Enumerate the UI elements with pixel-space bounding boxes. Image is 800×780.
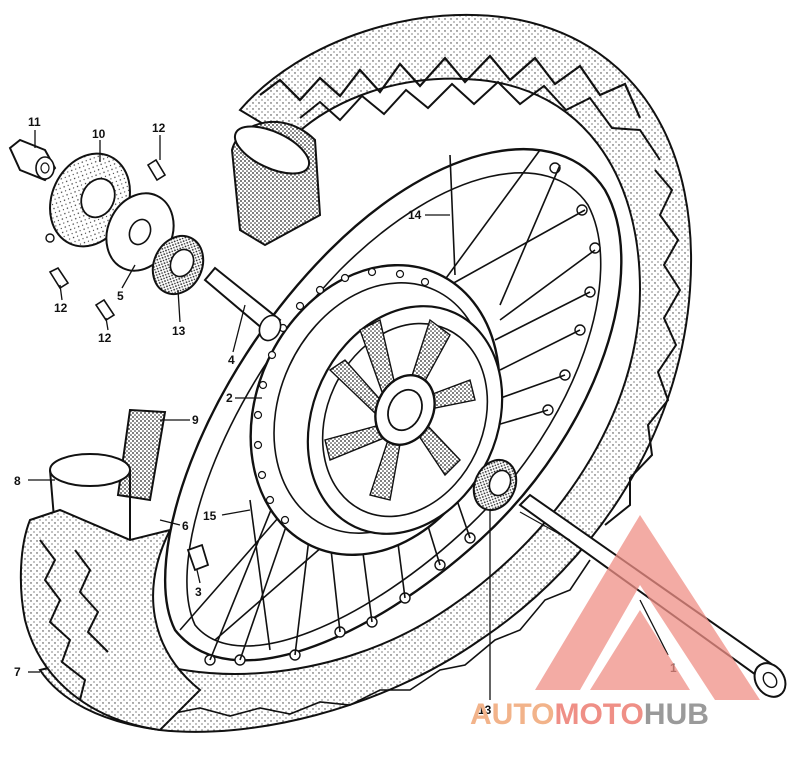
tire-tread-bottom — [169, 559, 591, 717]
callout-screw-top: 12 — [152, 121, 166, 135]
callout-valve-cap: 3 — [195, 585, 202, 599]
hub-boss-bore — [387, 388, 423, 432]
tire — [38, 13, 692, 733]
hub-brake-drum — [249, 263, 504, 557]
rim-inner — [186, 172, 602, 647]
callout-rim: 15 — [203, 509, 217, 523]
watermark-triangle-icon — [535, 515, 760, 700]
tire-tread-top-2 — [299, 80, 661, 161]
screws — [48, 158, 167, 322]
callout-spoke-set: 14 — [408, 208, 422, 222]
rim-outer — [163, 148, 623, 662]
callout-screw-left: 12 — [54, 301, 68, 315]
watermark-logo: AUTOMOTOHUB — [470, 515, 760, 731]
tire-cutaway-top-opening — [233, 125, 311, 175]
watermark-text-hub: HUB — [644, 698, 709, 731]
watermark-text-auto: AUTO — [470, 698, 554, 731]
watermark-text-moto: MOTO — [554, 698, 643, 731]
callout-hub: 2 — [226, 391, 233, 405]
tire-tread-top — [259, 54, 642, 119]
callout-dust-seal-plate: 5 — [117, 289, 124, 303]
hub-flange-holes — [253, 267, 430, 525]
distance-collar — [203, 266, 282, 342]
leader-lines — [28, 130, 669, 700]
callout-axle-nut: 11 — [28, 115, 41, 129]
callout-distance-collar: 4 — [228, 353, 235, 367]
callout-screw-bottom: 12 — [98, 331, 112, 345]
callout-left-bearing: 13 — [172, 324, 186, 338]
tire-outer-body — [38, 13, 692, 733]
tire-bottom-section — [19, 508, 202, 732]
svg-text:AUTOMOTOHUB: AUTOMOTOHUB — [470, 698, 709, 731]
callout-right-bearing: 13 — [478, 703, 492, 717]
callout-side-collar: 10 — [92, 127, 106, 141]
callout-tire: 7 — [14, 665, 21, 679]
callout-tube: 8 — [14, 474, 21, 488]
axle-nut — [8, 138, 57, 182]
callouts: 11 10 12 12 12 5 13 4 14 2 9 8 6 15 3 7 … — [14, 115, 677, 717]
callout-rim-band: 9 — [192, 413, 199, 427]
tire-tread-right — [604, 169, 682, 526]
left-bearing — [151, 234, 205, 296]
hub-drum-inner — [321, 322, 489, 518]
rim-band — [116, 408, 167, 502]
right-bearing — [472, 458, 518, 512]
callout-valve: 6 — [182, 519, 189, 533]
valve-cap — [186, 543, 210, 572]
